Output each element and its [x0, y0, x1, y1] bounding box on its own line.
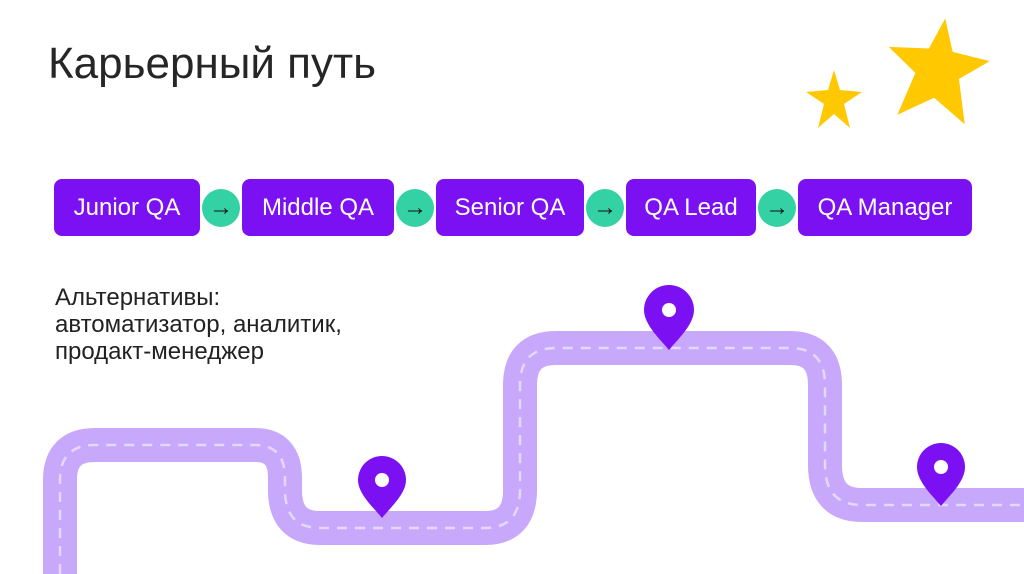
- slide-title: Карьерный путь: [48, 39, 377, 88]
- road-path: [43, 331, 1024, 574]
- step-middle-qa: Middle QA: [242, 179, 394, 236]
- road-center-line: [58, 346, 1024, 574]
- career-path-row: Junior QA → Middle QA → Senior QA → QA L…: [54, 179, 972, 236]
- step-qa-lead: QA Lead: [626, 179, 756, 236]
- arrow-right-icon: →: [202, 188, 240, 227]
- arrow-right-icon: →: [586, 188, 624, 227]
- step-senior-qa: Senior QA: [436, 179, 584, 236]
- alternatives-heading: Альтернативы:: [55, 284, 221, 311]
- alternatives-line: автоматизатор, аналитик,: [55, 311, 342, 338]
- map-pin-icon: [358, 456, 406, 518]
- alternatives-text: Альтернативы: автоматизатор, аналитик, п…: [55, 284, 342, 365]
- star-icon: [888, 18, 990, 125]
- map-pin-icon: [644, 285, 694, 350]
- step-qa-manager: QA Manager: [798, 179, 972, 236]
- stars-decoration: [806, 18, 990, 128]
- star-icon: [806, 70, 862, 128]
- arrow-right-icon: →: [758, 188, 796, 227]
- arrow-right-icon: →: [396, 188, 434, 227]
- step-junior-qa: Junior QA: [54, 179, 200, 236]
- alternatives-line: продакт-менеджер: [55, 338, 264, 365]
- map-pin-icon: [917, 443, 965, 506]
